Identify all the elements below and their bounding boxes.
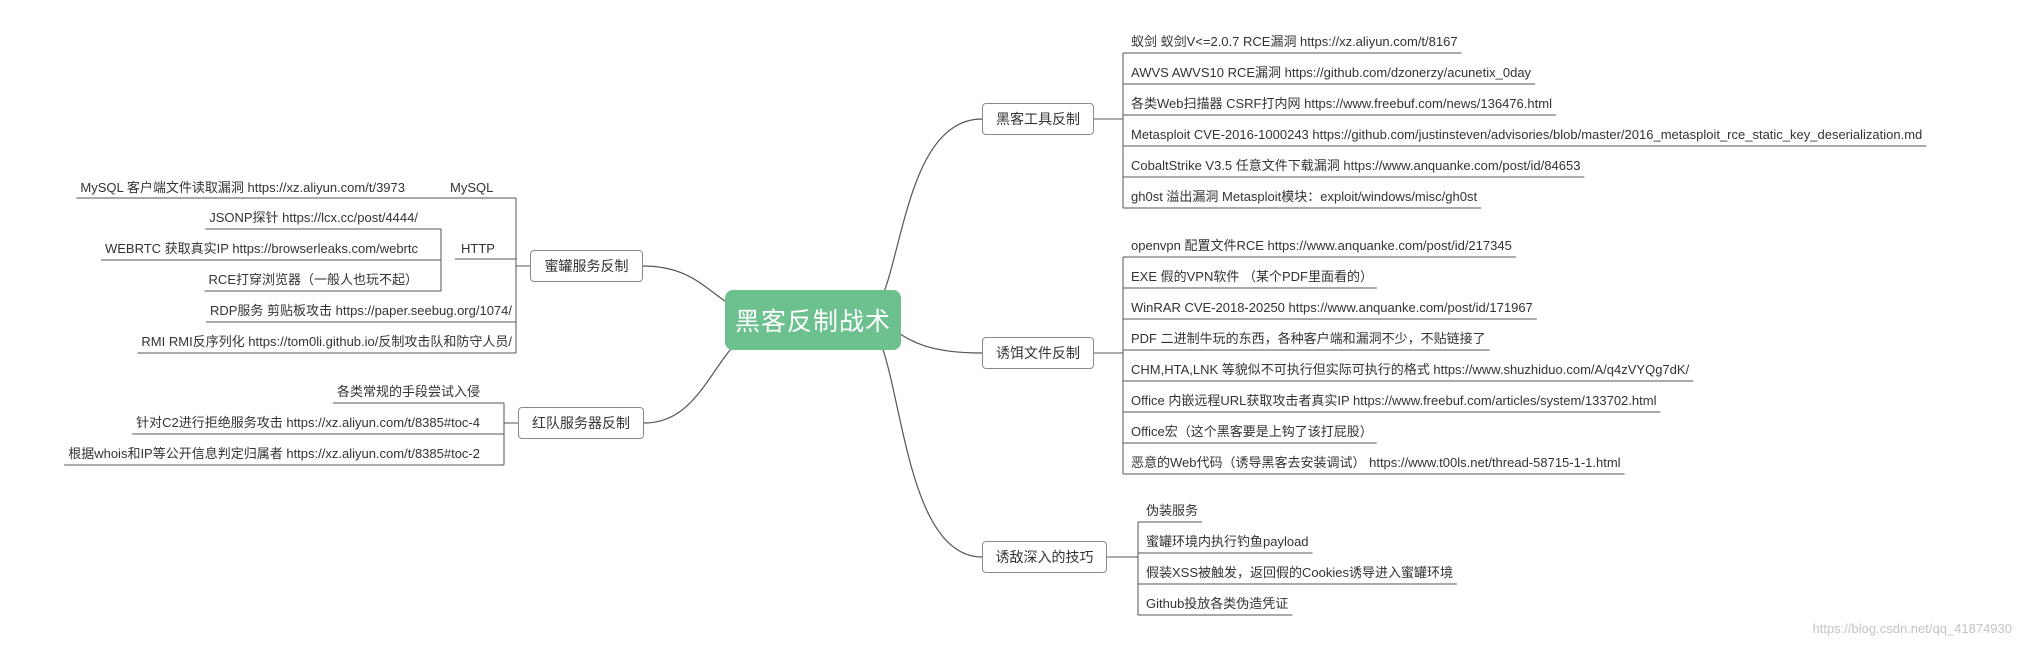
leaf-fake-service: 伪装服务 [1146, 503, 1199, 518]
leaf-rmi: RMI RMI反序列化 https://tom0li.github.io/反制攻… [141, 334, 512, 349]
leaf-office-macro: Office宏（这个黑客要是上钩了该打屁股） [1131, 424, 1373, 439]
leaf-antsword: 蚁剑 蚁剑V<=2.0.7 RCE漏洞 https://xz.aliyun.co… [1131, 34, 1458, 49]
leaf-chm-hta-lnk: CHM,HTA,LNK 等貌似不可执行但实际可执行的格式 https://www… [1131, 362, 1690, 377]
branch-bait-files[interactable]: 诱饵文件反制 [982, 337, 1094, 369]
group-http[interactable]: HTTP [461, 241, 495, 256]
leaf-mysql-client-read: MySQL 客户端文件读取漏洞 https://xz.aliyun.com/t/… [80, 180, 405, 195]
leaf-webrtc: WEBRTC 获取真实IP https://browserleaks.com/w… [104, 241, 418, 256]
branch-honeypot-service[interactable]: 蜜罐服务反制 [530, 250, 643, 282]
root-node[interactable]: 黑客反制战术 [725, 290, 901, 350]
leaf-pdf: PDF 二进制牛玩的东西，各种客户端和漏洞不少，不贴链接了 [1131, 331, 1486, 346]
branch-redteam-server[interactable]: 红队服务器反制 [518, 407, 644, 439]
leaf-awvs: AWVS AWVS10 RCE漏洞 https://github.com/dzo… [1131, 65, 1532, 80]
leaf-rdp: RDP服务 剪贴板攻击 https://paper.seebug.org/107… [209, 303, 512, 318]
leaf-c2-dos: 针对C2进行拒绝服务攻击 https://xz.aliyun.com/t/838… [136, 415, 480, 430]
group-mysql[interactable]: MySQL [450, 180, 494, 195]
leaf-office-url: Office 内嵌远程URL获取攻击者真实IP https://www.free… [1131, 393, 1657, 408]
leaf-malicious-web: 恶意的Web代码（诱导黑客去安装调试） https://www.t00ls.ne… [1131, 455, 1621, 470]
leaf-whois: 根据whois和IP等公开信息判定归属者 https://xz.aliyun.c… [68, 446, 480, 461]
leaf-honeypot-payload: 蜜罐环境内执行钓鱼payload [1146, 534, 1309, 549]
leaf-metasploit: Metasploit CVE-2016-1000243 https://gith… [1131, 127, 1923, 142]
leaf-cobaltstrike: CobaltStrike V3.5 任意文件下载漏洞 https://www.a… [1131, 158, 1581, 173]
leaf-jsonp-probe: JSONP探针 https://lcx.cc/post/4444/ [209, 210, 418, 225]
watermark: https://blog.csdn.net/qq_41874930 [1812, 621, 2013, 636]
leaf-intrusion: 各类常规的手段尝试入侵 [336, 384, 480, 399]
leaf-openvpn: openvpn 配置文件RCE https://www.anquanke.com… [1131, 238, 1512, 253]
leaf-web-scanner: 各类Web扫描器 CSRF打内网 https://www.freebuf.com… [1131, 96, 1552, 111]
leaf-winrar: WinRAR CVE-2018-20250 https://www.anquan… [1131, 300, 1533, 315]
leaf-exe-vpn: EXE 假的VPN软件 （某个PDF里面看的） [1131, 269, 1373, 284]
leaf-github-creds: Github投放各类伪造凭证 [1146, 596, 1289, 611]
leaf-fake-xss: 假装XSS被触发，返回假的Cookies诱导进入蜜罐环境 [1146, 565, 1453, 580]
edge-root-lure-tactics [860, 319, 983, 558]
leaf-gh0st: gh0st 溢出漏洞 Metasploit模块：exploit/windows/… [1131, 189, 1478, 204]
leaf-rce-browser: RCE打穿浏览器（一般人也玩不起） [208, 272, 418, 287]
branch-lure-tactics[interactable]: 诱敌深入的技巧 [982, 541, 1107, 573]
branch-hacker-tools[interactable]: 黑客工具反制 [982, 103, 1094, 135]
